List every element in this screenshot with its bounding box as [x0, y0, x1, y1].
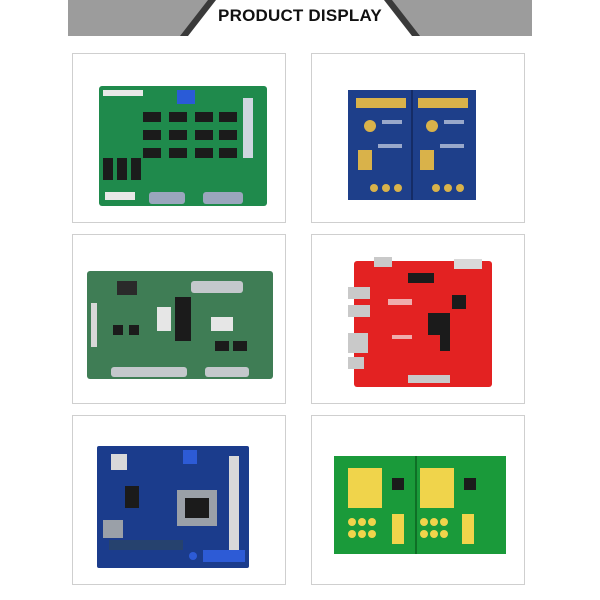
product-tile-1[interactable] — [72, 53, 286, 223]
red-pcba-board-image — [348, 257, 492, 387]
product-tile-4[interactable] — [311, 234, 525, 404]
green-gold-pcb-panel-image — [334, 456, 506, 554]
product-tile-2[interactable] — [311, 53, 525, 223]
green-interface-board-image — [87, 271, 273, 379]
product-tile-5[interactable] — [72, 415, 286, 585]
page-title: PRODUCT DISPLAY — [218, 6, 382, 25]
product-tile-3[interactable] — [72, 234, 286, 404]
banner-right-block — [392, 0, 532, 36]
header-banner: PRODUCT DISPLAY — [68, 0, 532, 36]
blue-motherboard-image — [97, 446, 249, 568]
product-tile-6[interactable] — [311, 415, 525, 585]
green-control-board-image — [99, 86, 267, 206]
banner-center: PRODUCT DISPLAY — [188, 0, 412, 36]
blue-dual-pcb-panel-image — [348, 90, 476, 200]
